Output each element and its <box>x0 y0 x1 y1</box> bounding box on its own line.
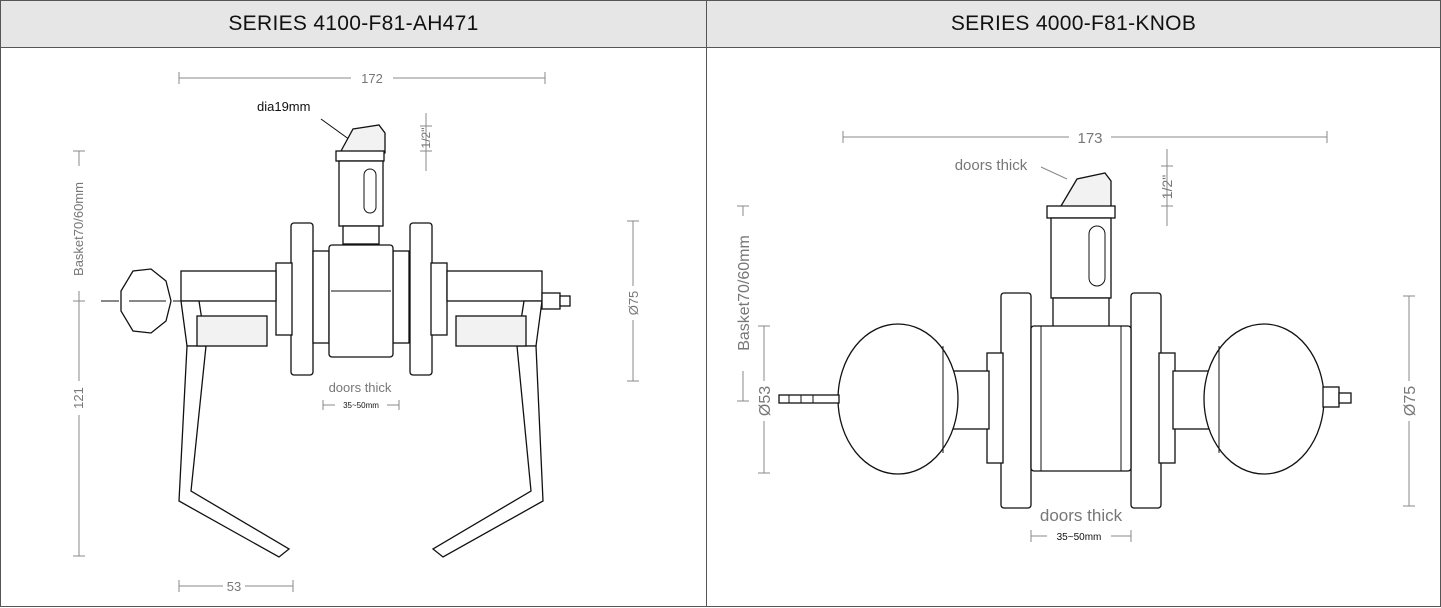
knob-series-title: SERIES 4000-F81-KNOB <box>706 0 1441 48</box>
doors-top-label: doors thick <box>955 157 1028 174</box>
lever-handles <box>178 270 544 558</box>
dimension-basket: Basket70/60mm 121 <box>71 150 87 557</box>
half-inch-label: 1/2" <box>419 128 433 149</box>
width-label: 172 <box>361 71 383 86</box>
knob-cylinder <box>1046 172 1116 329</box>
knob-drawing-panel: 173 doors thick 1/2" Basket70/60mm <box>706 47 1441 607</box>
knobs <box>837 323 1325 475</box>
key-icon <box>778 394 840 404</box>
dimension-half-inch-knob: 1/2" <box>1159 149 1175 226</box>
knob-width-label: 173 <box>1077 130 1102 147</box>
doors-label: doors thick <box>329 380 392 395</box>
dimension-rose: Ø75 <box>625 220 641 382</box>
knob-drawing: 173 doors thick 1/2" Basket70/60mm <box>735 128 1419 543</box>
lever-roses <box>275 222 448 376</box>
height-label: 121 <box>71 387 86 409</box>
knob-doors-label: doors thick <box>1040 506 1123 525</box>
dia-label: dia19mm <box>257 99 310 114</box>
key-icon <box>120 268 172 334</box>
dimension-rose-knob: Ø75 <box>1401 295 1419 507</box>
knob-rose-label: Ø75 <box>1402 386 1419 416</box>
knob-range-label: 35~50mm <box>1057 532 1102 543</box>
knob-roses <box>986 292 1176 509</box>
dimension-173: 173 <box>842 128 1328 147</box>
range-label: 35~50mm <box>343 401 379 410</box>
dimension-basket-knob: Basket70/60mm <box>735 205 753 402</box>
dimension-172: 172 <box>178 70 546 86</box>
knob-dia-label: Ø53 <box>757 386 774 416</box>
knob-half-inch-label: 1/2" <box>1159 175 1175 199</box>
lever-drawing-panel: 172 Basket70/60mm 121 dia19mm <box>0 47 707 607</box>
lever-cylinder <box>335 124 386 245</box>
rose-label: Ø75 <box>626 291 641 316</box>
dimension-knob-dia: Ø53 <box>756 325 774 474</box>
knob-basket-label: Basket70/60mm <box>736 235 753 351</box>
dimension-half-inch: 1/2" <box>419 113 433 171</box>
lever-width-label: 53 <box>227 579 241 594</box>
lever-drawing: 172 Basket70/60mm 121 dia19mm <box>71 70 641 594</box>
basket-label: Basket70/60mm <box>71 182 86 276</box>
lever-series-title: SERIES 4100-F81-AH471 <box>0 0 707 48</box>
